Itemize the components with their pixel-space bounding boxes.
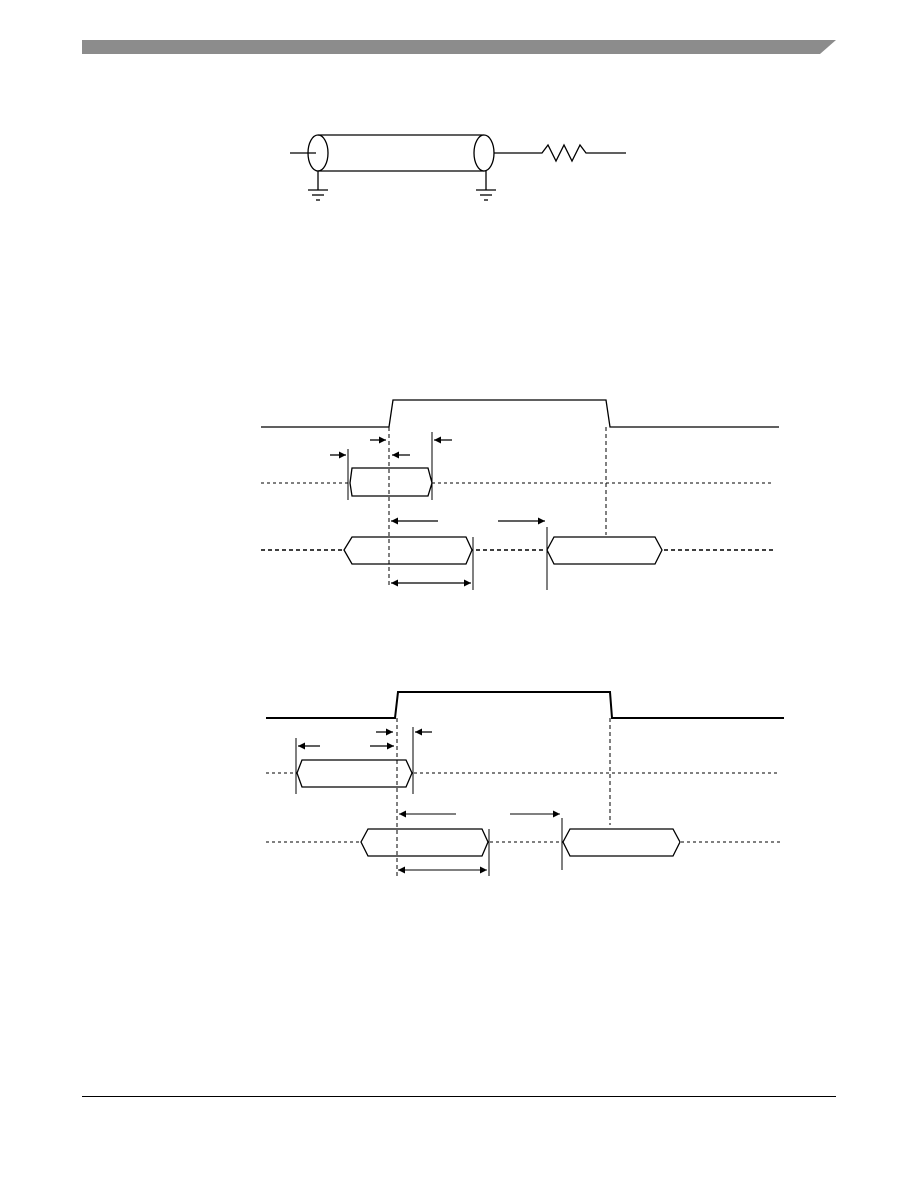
clock-waveform-2 xyxy=(266,691,784,719)
output-valid-window-1b xyxy=(546,536,663,565)
output-valid-window-2a xyxy=(360,828,489,857)
timing-diagram-1 xyxy=(261,399,779,590)
load-resistor xyxy=(494,143,626,163)
cable-right-end xyxy=(473,134,495,172)
output-valid-window-1a xyxy=(343,536,473,565)
header-bar-shape xyxy=(82,40,836,54)
input-valid-window-1 xyxy=(349,467,433,497)
header-bar xyxy=(82,40,836,54)
footer-rule xyxy=(82,1096,836,1097)
timing-diagram-2 xyxy=(266,691,784,878)
input-valid-window-2 xyxy=(296,759,413,788)
ground-symbol-left xyxy=(308,171,328,201)
transmission-line-figure xyxy=(290,134,626,201)
clock-waveform-1 xyxy=(261,399,779,428)
ground-symbol-right xyxy=(476,171,496,201)
output-valid-window-2b xyxy=(562,828,681,857)
